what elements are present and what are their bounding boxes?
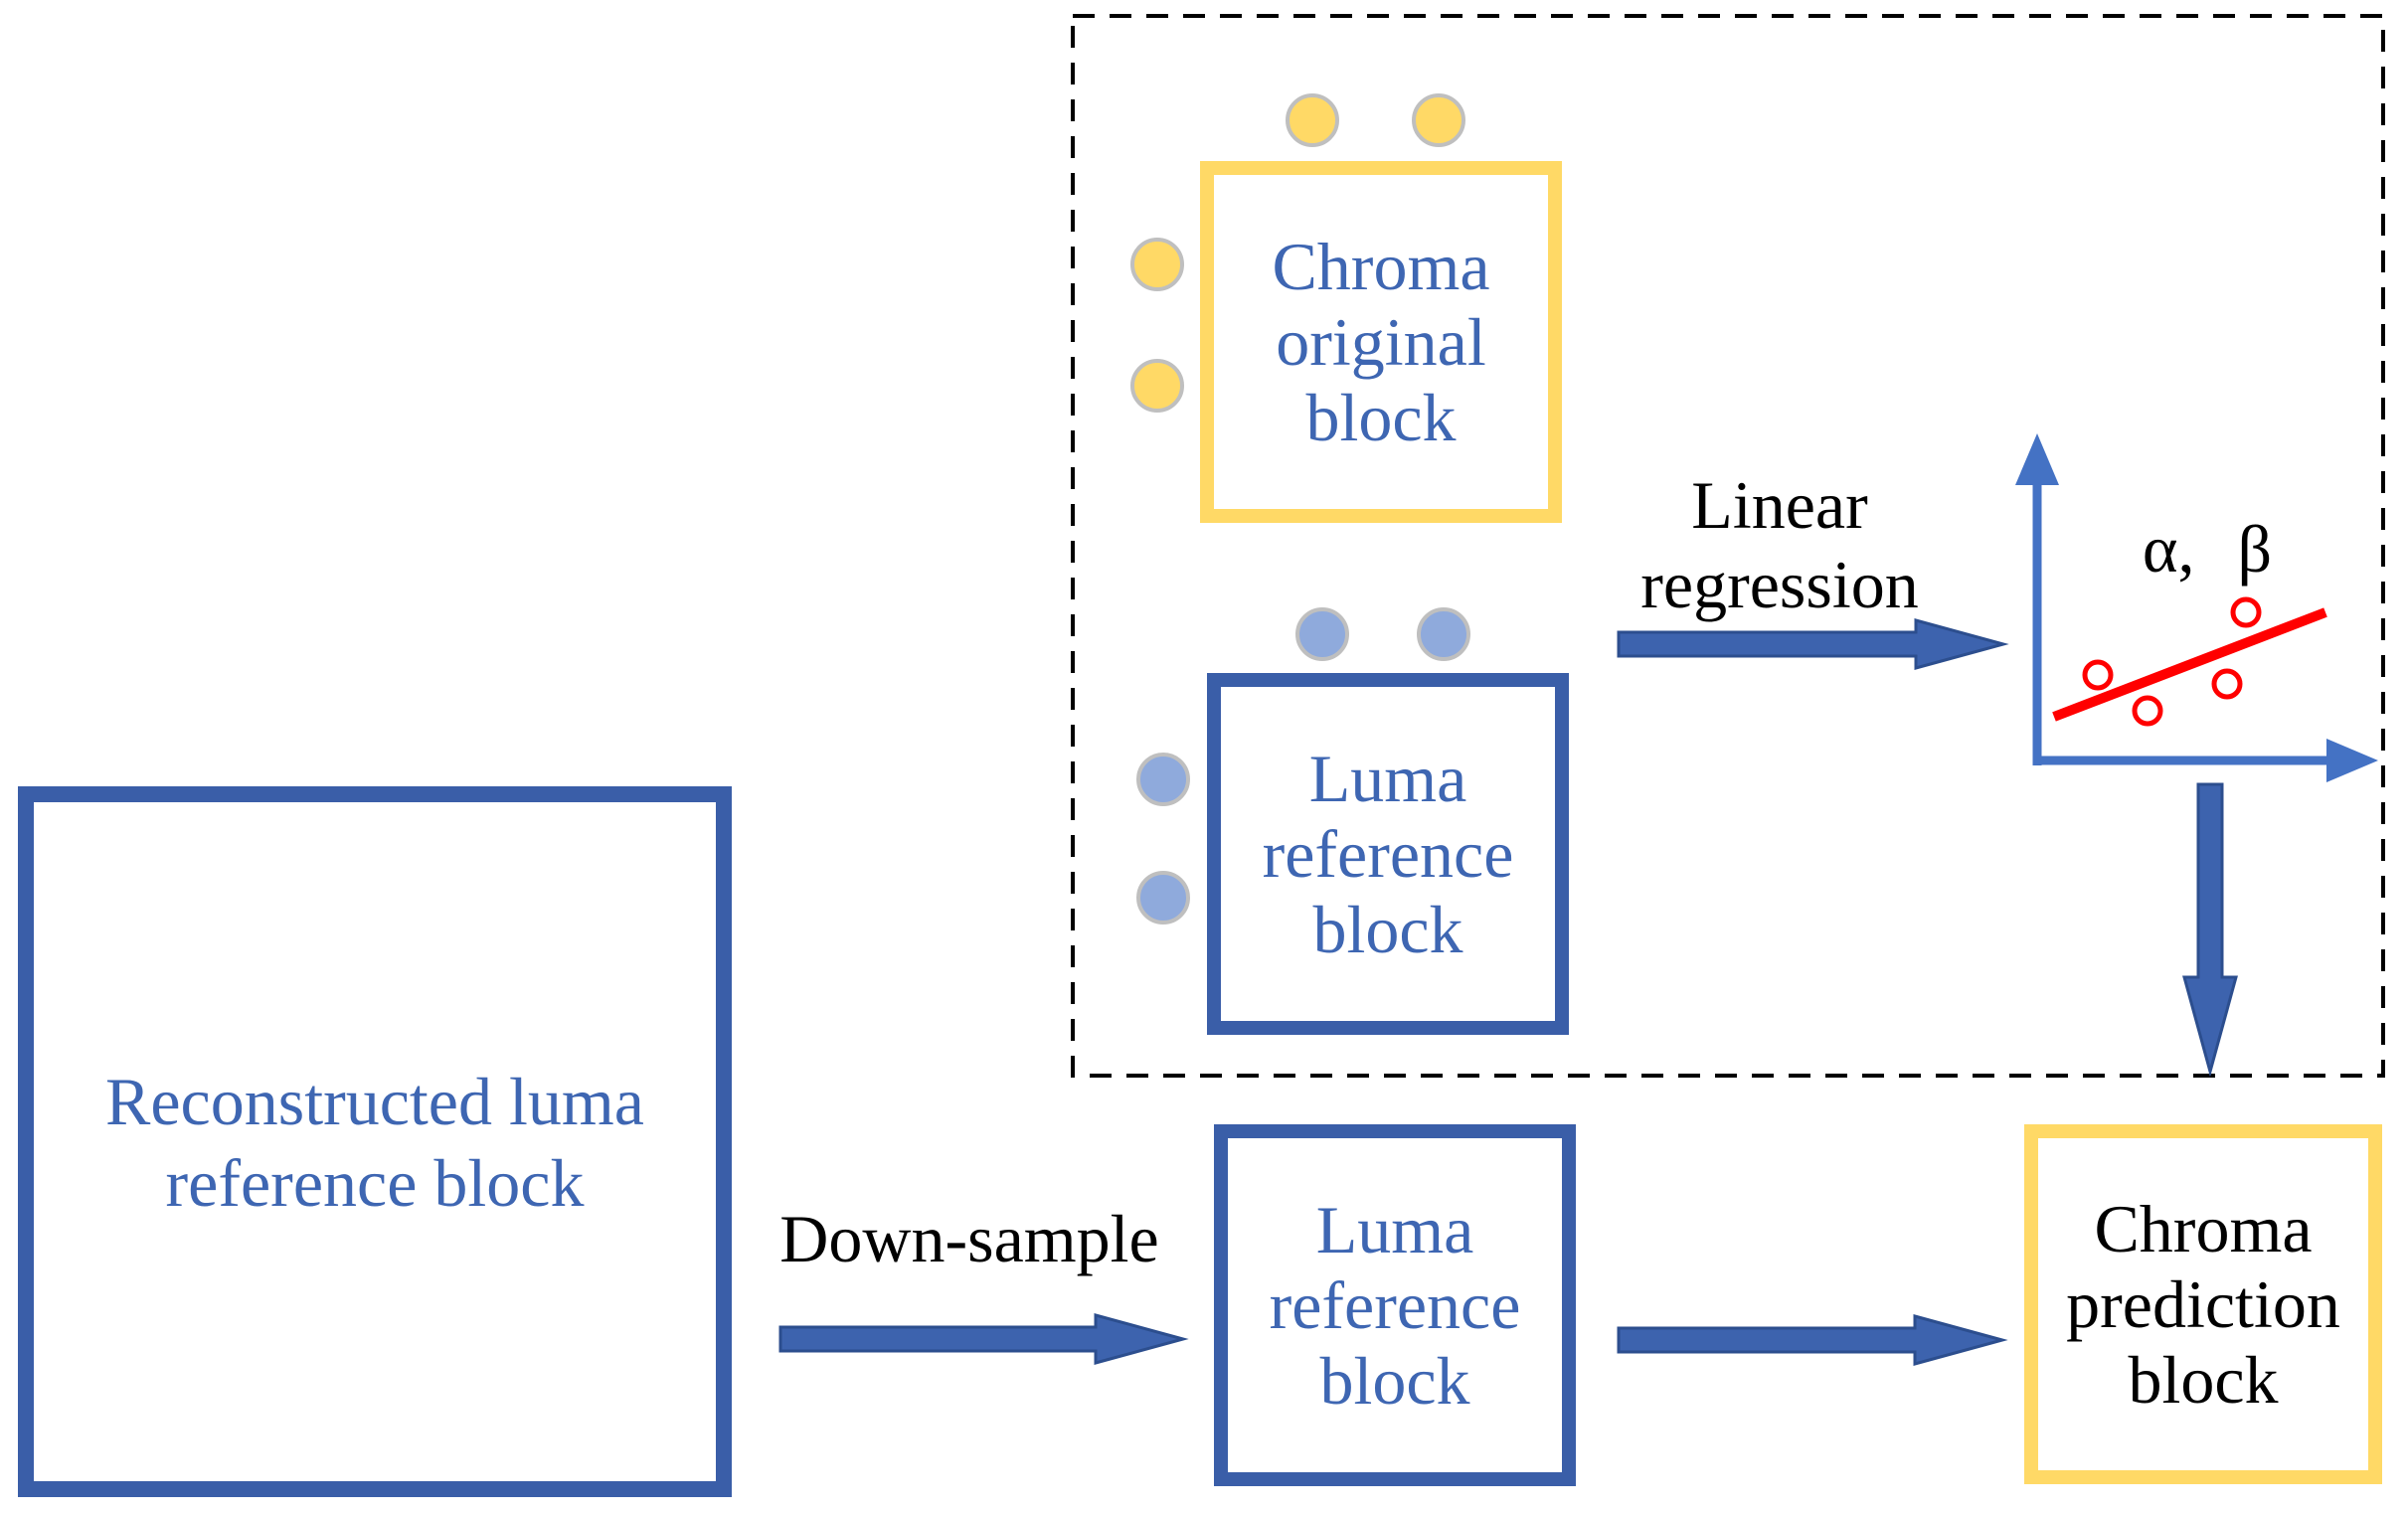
scatter-plot <box>2015 433 2378 782</box>
linear-regression-arrow <box>1617 618 2009 670</box>
scatter-point <box>2082 659 2114 691</box>
chroma-prediction-label: Chroma prediction block <box>2066 1191 2340 1418</box>
luma-reference-training-label: Luma reference block <box>1262 741 1514 967</box>
luma-sample-dot <box>1136 871 1190 925</box>
regression-line <box>2052 607 2327 722</box>
chroma-original-block: Chroma original block <box>1200 161 1562 523</box>
chroma-sample-dot <box>1412 93 1465 147</box>
scatter-data <box>2052 596 2327 727</box>
scatter-y-axis-arrowhead-icon <box>2015 433 2059 485</box>
luma-reference-block-training: Luma reference block <box>1207 673 1569 1035</box>
down-sample-label: Down-sample <box>779 1201 1159 1276</box>
chroma-sample-dot <box>1130 238 1184 291</box>
training-region-dashed-border <box>1071 14 2385 1078</box>
luma-sample-dot <box>1136 753 1190 806</box>
chroma-original-label: Chroma original block <box>1272 229 1490 455</box>
linear-regression-label: Linear regression <box>1640 467 1919 622</box>
luma-reference-label: Luma reference block <box>1269 1192 1521 1419</box>
chroma-sample-dot <box>1130 359 1184 413</box>
chroma-sample-dot <box>1286 93 1339 147</box>
reconstructed-luma-reference-block: Reconstructed luma reference block <box>18 786 732 1497</box>
luma-sample-dot <box>1295 607 1349 661</box>
reconstructed-luma-reference-label: Reconstructed luma reference block <box>105 1063 644 1221</box>
luma-reference-block: Luma reference block <box>1214 1124 1576 1486</box>
parameters-down-arrow <box>2182 782 2238 1078</box>
alpha-beta-label: α, β <box>2142 511 2273 587</box>
prediction-arrow <box>1617 1314 2008 1366</box>
chroma-prediction-block: Chroma prediction block <box>2024 1124 2382 1484</box>
down-sample-arrow <box>778 1313 1189 1365</box>
scatter-point <box>2230 596 2262 628</box>
scatter-x-axis-arrowhead-icon <box>2326 739 2378 782</box>
luma-sample-dot <box>1417 607 1470 661</box>
scatter-point <box>2211 668 2243 700</box>
scatter-point <box>2132 695 2163 727</box>
